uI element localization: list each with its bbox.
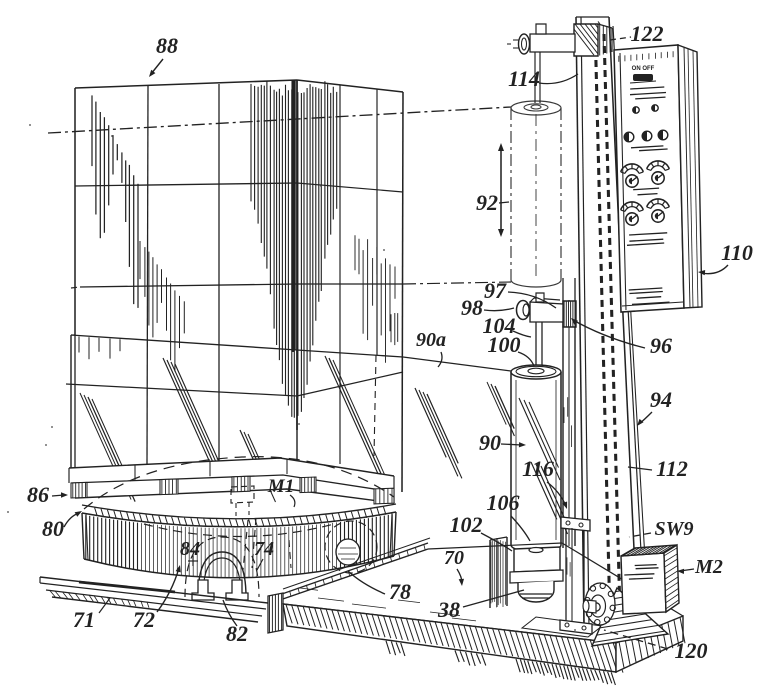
svg-text:SW9: SW9 — [655, 518, 694, 540]
svg-text:M2: M2 — [694, 556, 723, 578]
svg-text:86: 86 — [27, 482, 49, 507]
svg-text:116: 116 — [522, 456, 554, 481]
svg-text:78: 78 — [389, 579, 411, 604]
svg-text:70: 70 — [444, 547, 464, 569]
svg-text:82: 82 — [226, 621, 248, 646]
svg-text:98: 98 — [461, 295, 483, 320]
svg-text:97: 97 — [484, 278, 507, 303]
svg-text:114: 114 — [508, 66, 540, 91]
svg-text:M1: M1 — [267, 476, 294, 497]
svg-text:80: 80 — [42, 516, 64, 541]
svg-text:102: 102 — [450, 512, 483, 537]
svg-text:122: 122 — [631, 21, 664, 46]
svg-text:90: 90 — [479, 430, 501, 455]
svg-text:88: 88 — [156, 33, 178, 58]
svg-text:74: 74 — [254, 538, 274, 560]
svg-text:71: 71 — [73, 607, 95, 632]
svg-text:72: 72 — [133, 607, 155, 632]
svg-text:90a: 90a — [416, 329, 446, 351]
svg-text:94: 94 — [650, 387, 672, 412]
svg-text:120: 120 — [675, 638, 708, 663]
svg-text:84: 84 — [180, 538, 200, 560]
svg-text:100: 100 — [488, 332, 521, 357]
svg-text:104: 104 — [483, 313, 516, 338]
svg-text:38: 38 — [437, 597, 460, 622]
svg-text:110: 110 — [721, 240, 753, 265]
svg-text:112: 112 — [656, 456, 688, 481]
svg-text:96: 96 — [650, 333, 672, 358]
svg-text:ON OFF: ON OFF — [632, 66, 655, 72]
svg-text:106: 106 — [487, 490, 520, 515]
svg-text:92: 92 — [476, 190, 498, 215]
